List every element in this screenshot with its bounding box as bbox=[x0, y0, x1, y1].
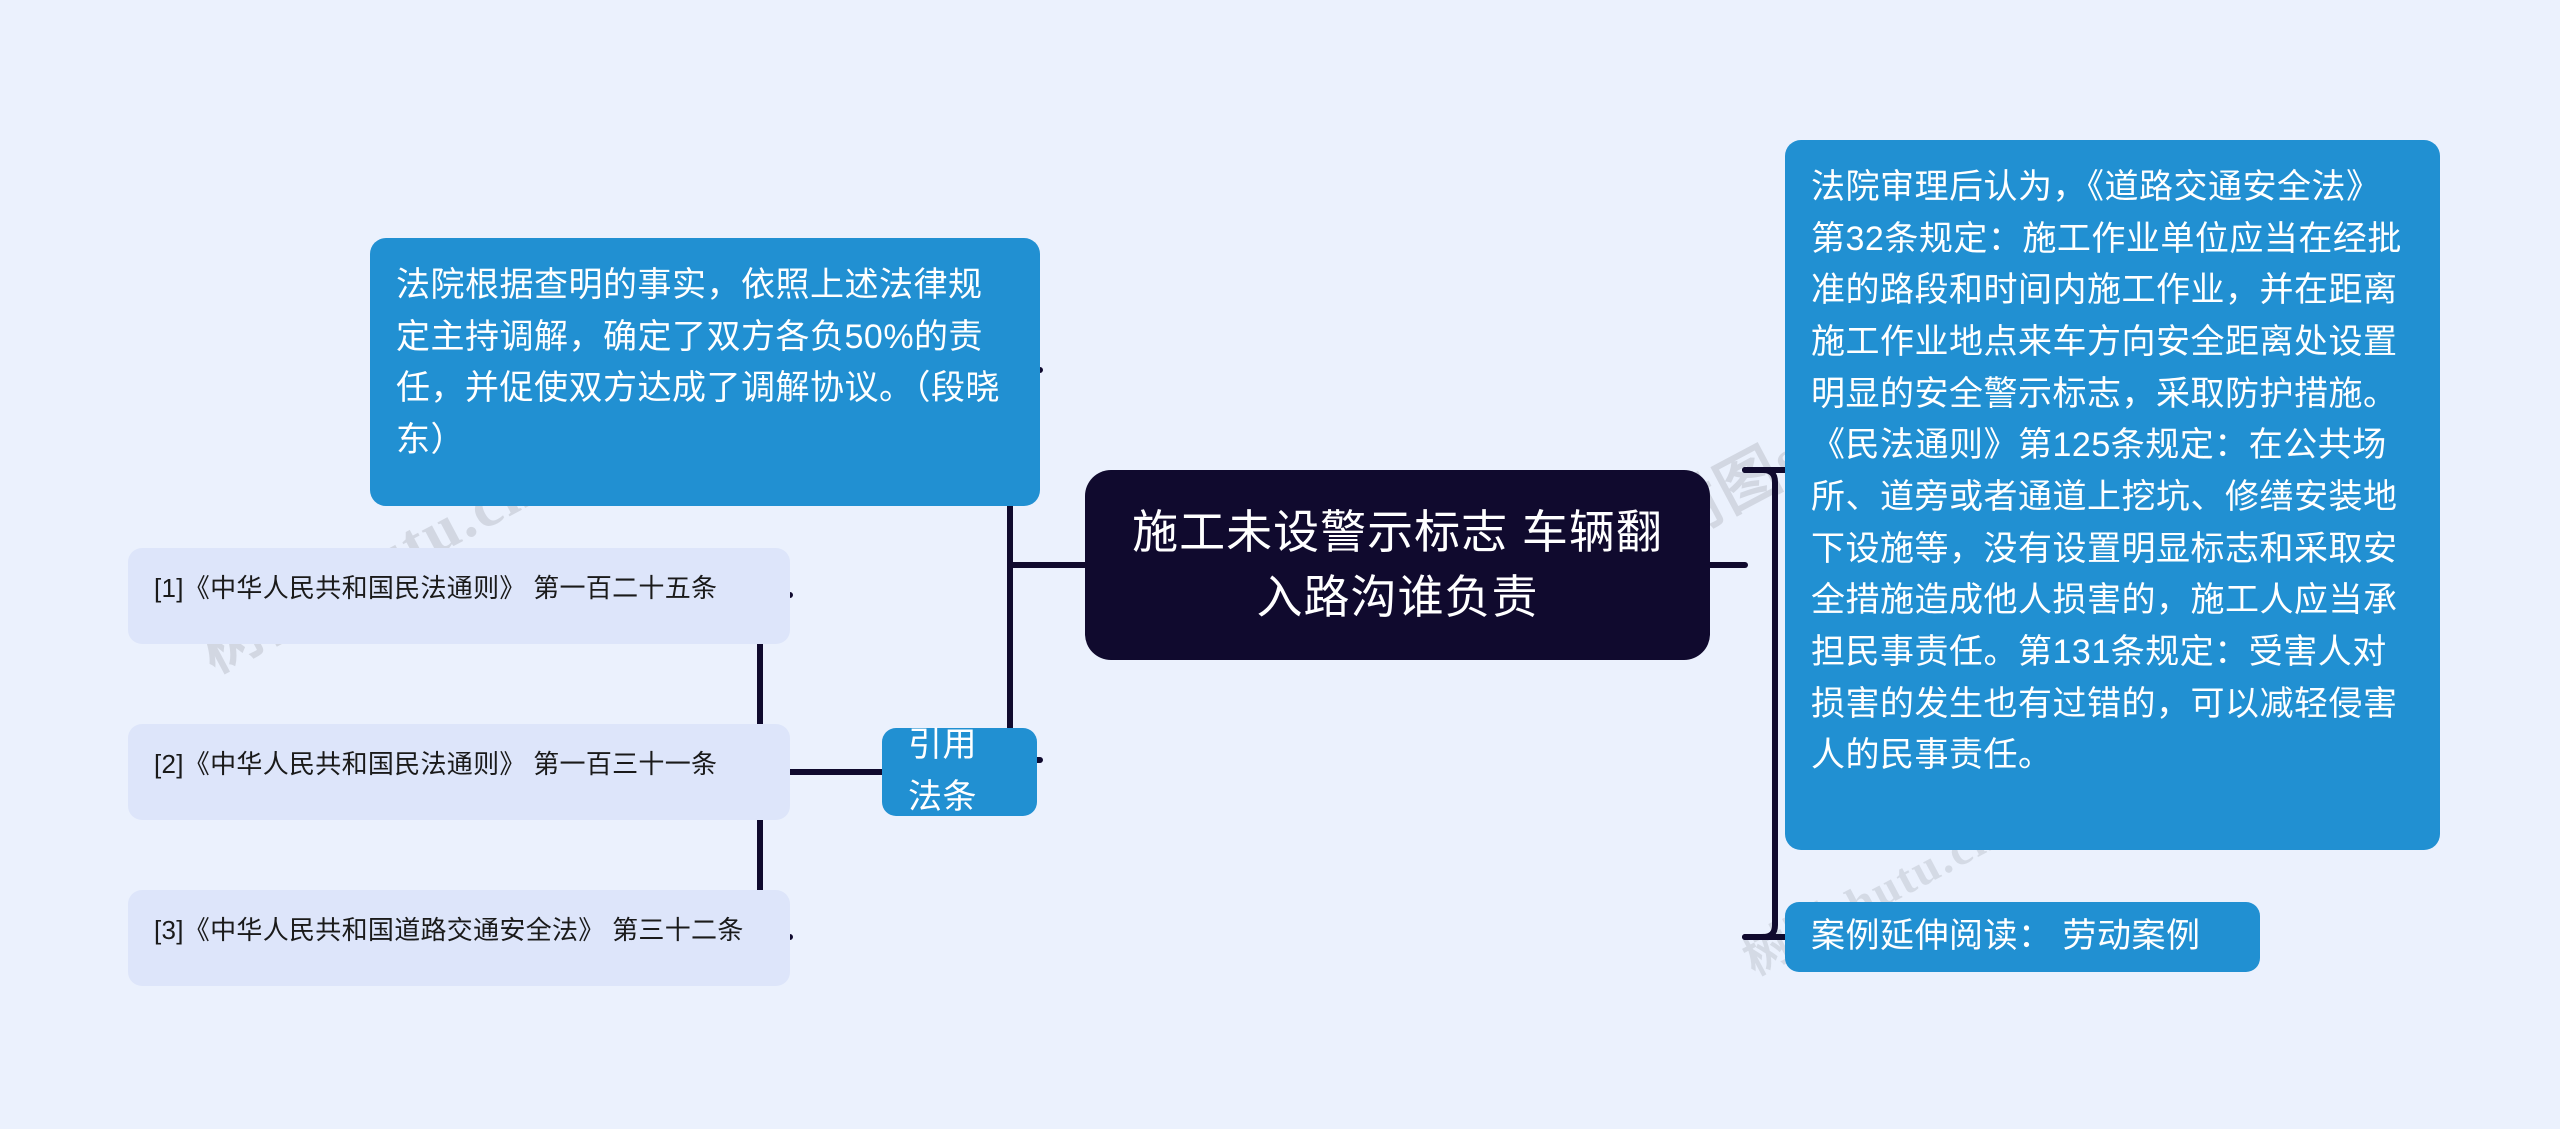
branch-extended-reading[interactable]: 案例延伸阅读： 劳动案例 bbox=[1785, 902, 2260, 972]
root-node-label: 施工未设警示标志 车辆翻入路沟谁负责 bbox=[1132, 505, 1663, 623]
branch-cited-laws-label: 引用法条 bbox=[908, 726, 977, 816]
branch-court-mediation[interactable]: 法院根据查明的事实，依照上述法律规定主持调解，确定了双方各负50%的责任，并促使… bbox=[370, 238, 1040, 506]
reference-item-2-label: [2]《中华人民共和国民法通则》 第一百三十一条 bbox=[154, 749, 718, 779]
reference-item-1-label: [1]《中华人民共和国民法通则》 第一百二十五条 bbox=[154, 573, 718, 603]
branch-court-opinion-label: 法院审理后认为，《道路交通安全法》第32条规定：施工作业单位应当在经批准的路段和… bbox=[1811, 168, 2402, 775]
reference-item-1[interactable]: [1]《中华人民共和国民法通则》 第一百二十五条 bbox=[128, 548, 790, 644]
branch-court-opinion[interactable]: 法院审理后认为，《道路交通安全法》第32条规定：施工作业单位应当在经批准的路段和… bbox=[1785, 140, 2440, 850]
branch-court-mediation-label: 法院根据查明的事实，依照上述法律规定主持调解，确定了双方各负50%的责任，并促使… bbox=[396, 266, 1000, 460]
reference-item-2[interactable]: [2]《中华人民共和国民法通则》 第一百三十一条 bbox=[128, 724, 790, 820]
reference-item-3-label: [3]《中华人民共和国道路交通安全法》 第三十二条 bbox=[154, 915, 744, 945]
reference-item-3[interactable]: [3]《中华人民共和国道路交通安全法》 第三十二条 bbox=[128, 890, 790, 986]
branch-extended-reading-label: 案例延伸阅读： 劳动案例 bbox=[1811, 917, 2201, 956]
branch-cited-laws[interactable]: 引用法条 bbox=[882, 726, 1037, 816]
root-node[interactable]: 施工未设警示标志 车辆翻入路沟谁负责 bbox=[1085, 470, 1710, 660]
